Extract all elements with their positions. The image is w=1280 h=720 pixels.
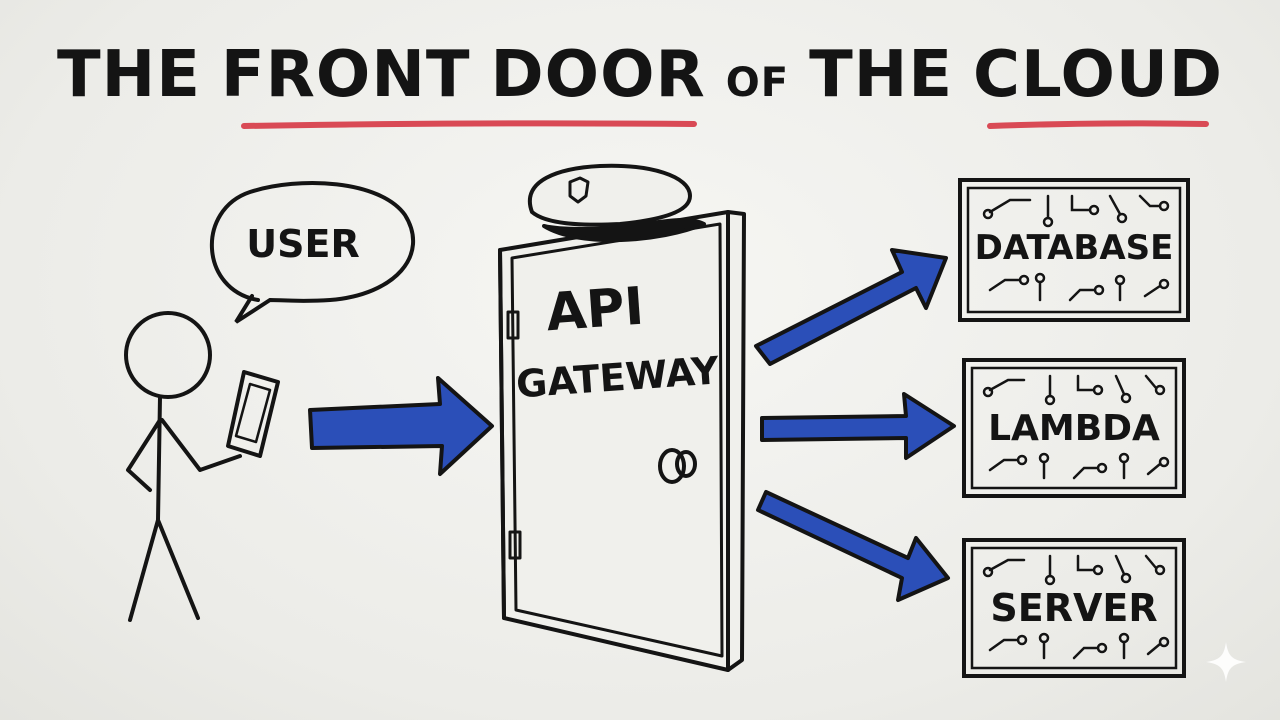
title-word-cloud: CLOUD	[973, 38, 1223, 112]
title-word-the: THE	[56, 38, 201, 112]
lambda-label: LAMBDA	[988, 408, 1160, 449]
user-label: USER	[246, 222, 360, 266]
database-label: DATABASE	[974, 228, 1174, 268]
phone-icon	[226, 370, 280, 458]
title-underline-cloud	[987, 120, 1209, 129]
arrow-gateway-to-lambda	[760, 392, 956, 460]
arrow-gateway-to-server	[756, 490, 950, 602]
guard-hat-icon	[527, 163, 706, 243]
door-icon	[498, 210, 746, 672]
title-word-of: OF	[725, 60, 790, 106]
speech-bubble	[210, 181, 416, 324]
stick-figure-icon	[124, 311, 242, 622]
title-word-front: FRONT	[220, 38, 471, 112]
title-word-door: DOOR	[490, 38, 706, 112]
page-title: THE FRONT DOOR OF THE CLOUD	[0, 38, 1280, 112]
server-label: SERVER	[990, 586, 1158, 630]
title-underline-front-door	[241, 120, 697, 129]
sparkle-icon	[1206, 642, 1246, 682]
arrow-user-to-gateway	[308, 376, 494, 476]
gateway-label-line1: API	[544, 276, 646, 344]
title-word-the-2: THE	[809, 38, 954, 112]
database-box	[958, 178, 1190, 322]
arrow-gateway-to-database	[754, 248, 948, 366]
server-box	[962, 538, 1186, 678]
lambda-box	[962, 358, 1186, 498]
